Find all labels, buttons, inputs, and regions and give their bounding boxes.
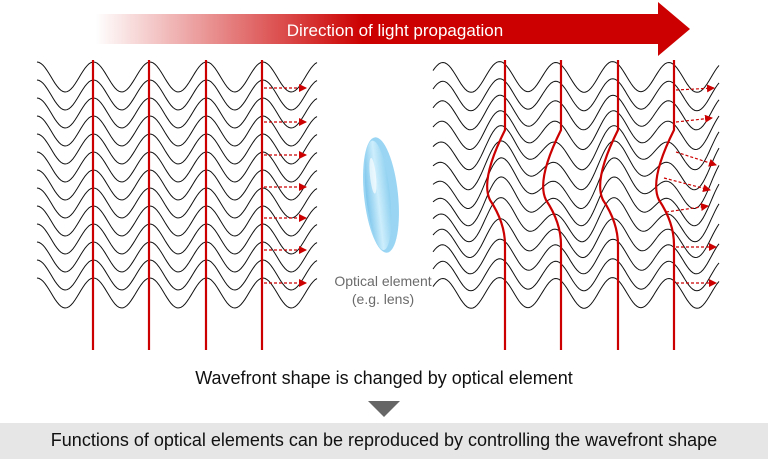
wavefront-line: [432, 258, 720, 292]
propagation-dash-arrow: [675, 84, 715, 93]
propagation-arrow-label: Direction of light propagation: [286, 21, 504, 40]
main-caption: Wavefront shape is changed by optical el…: [195, 368, 573, 388]
bottom-banner-text: Functions of optical elements can be rep…: [50, 430, 718, 450]
lens-caption-line1: Optical element: [334, 273, 432, 289]
wavefront-line: [36, 97, 318, 129]
wavefront-line: [36, 259, 318, 291]
wavefront-line: [36, 151, 318, 183]
wavefront-line: [36, 169, 318, 201]
phase-line: [599, 60, 620, 350]
wavefront-line: [432, 61, 720, 93]
right-dashed-arrows: [663, 84, 717, 287]
phase-line: [486, 60, 507, 350]
wavefront-line: [36, 187, 318, 219]
lens-caption: Optical element (e.g. lens): [318, 272, 448, 308]
wavefront-line: [36, 241, 318, 273]
wavefront-line: [36, 79, 318, 111]
wavefront-line: [36, 61, 318, 93]
wavefront-line: [432, 110, 720, 151]
wavefront-line: [432, 94, 720, 131]
propagation-arrow: [95, 2, 690, 56]
wavefront-line: [36, 205, 318, 237]
wavefront-line: [432, 140, 720, 191]
wavefront-line: [432, 197, 720, 243]
propagation-dash-arrow: [675, 114, 713, 123]
propagation-dash-arrow: [675, 151, 717, 167]
right-wavefront-group: [432, 61, 720, 309]
wavefront-line: [36, 133, 318, 165]
wavefront-line: [432, 157, 720, 210]
propagation-dash-arrow: [665, 203, 709, 213]
right-phase-lines: [486, 60, 676, 350]
wavefront-line: [432, 176, 720, 227]
wavefront-line: [432, 125, 720, 171]
propagation-dash-arrow: [663, 177, 711, 193]
left-dashed-arrows: [264, 84, 307, 287]
wavefront-line: [432, 78, 720, 112]
lens-icon: [363, 137, 399, 253]
wavefront-line: [36, 115, 318, 147]
wavefront-line: [432, 238, 720, 275]
bottom-banner: [0, 423, 768, 459]
lens-caption-line2: (e.g. lens): [351, 291, 415, 307]
left-wavefront-group: [36, 61, 318, 309]
wavefront-line: [36, 223, 318, 255]
left-phase-lines: [91, 60, 264, 350]
phase-line: [542, 60, 563, 350]
triangle-down-icon: [368, 401, 400, 417]
phase-line: [655, 60, 676, 350]
wavefront-line: [432, 277, 720, 309]
